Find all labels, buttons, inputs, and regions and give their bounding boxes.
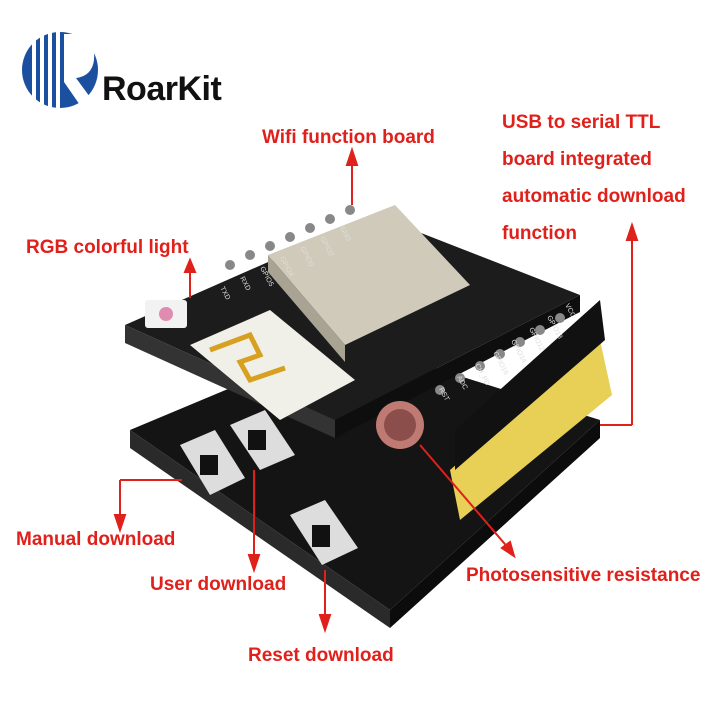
label-usb-serial: USB to serial TTL board integrated autom… [502,104,686,252]
label-usb-line-3: automatic download [502,186,686,207]
label-user-download: User download [150,574,287,595]
roarkit-logo [22,32,98,108]
label-reset-download: Reset download [248,645,394,666]
label-wifi-function-board: Wifi function board [262,127,435,148]
callout-arrows [113,146,639,634]
wifi-function-board [125,205,580,449]
label-manual-download: Manual download [16,529,176,550]
reset-download-button[interactable] [290,500,358,565]
label-usb-line-4: function [502,223,577,244]
manual-download-button[interactable] [180,430,245,495]
user-download-button[interactable] [230,410,295,470]
brand-name: RoarKit [102,70,222,108]
label-usb-line-1: USB to serial TTL [502,112,661,133]
label-photosensitive-resistance: Photosensitive resistance [466,565,701,586]
logo-mark-icon [22,32,98,108]
label-usb-line-2: board integrated [502,149,652,170]
pin-label-right: GPIO16 [491,351,509,377]
label-rgb-light: RGB colorful light [26,237,189,258]
